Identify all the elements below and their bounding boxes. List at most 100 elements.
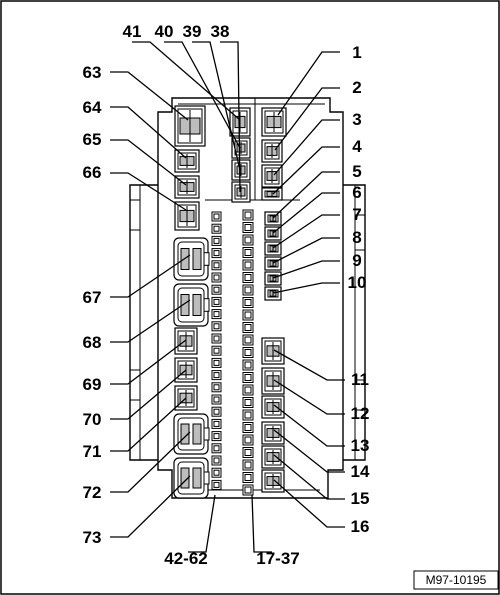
relay-8 (264, 256, 282, 271)
fuse-right-7 (242, 297, 254, 308)
callout-4: 4 (352, 137, 362, 156)
relay-67 (173, 237, 210, 281)
callout-10: 10 (348, 273, 367, 292)
relay-9 (264, 271, 282, 286)
leader-line-1 (164, 41, 241, 149)
relay-10 (264, 286, 282, 301)
callout-labels: 41 40 39 38 1 2 3 4 5 6 7 8 9 10 11 12 1… (83, 22, 370, 568)
callout-9: 9 (352, 251, 361, 270)
relay-63 (174, 105, 206, 147)
leader-line-8 (272, 171, 340, 219)
relay-15 (261, 445, 285, 469)
relay-2 (261, 139, 283, 163)
reference-code-box: M97-10195 (413, 570, 499, 590)
fuse-right-4 (242, 259, 254, 271)
leader-line-13 (272, 282, 340, 294)
fuse-left-6 (211, 284, 222, 295)
callout-72: 72 (83, 483, 102, 502)
callout-15: 15 (351, 489, 370, 508)
callout-5: 5 (352, 162, 361, 181)
relay-38 (229, 107, 251, 137)
callout-68: 68 (83, 333, 102, 352)
fuse-right-12 (242, 359, 254, 371)
relay-73 (173, 457, 210, 499)
fuse-left-0 (211, 211, 222, 222)
fuse-right-10 (242, 334, 254, 346)
relay-40 (231, 159, 251, 181)
callout-63: 63 (83, 63, 102, 82)
reference-code: M97-10195 (426, 573, 487, 587)
fuse-left-22 (211, 479, 222, 490)
callout-11: 11 (351, 370, 369, 389)
fuse-left-17 (211, 418, 222, 429)
leader-line-23 (110, 106, 187, 159)
leader-line-28 (110, 339, 187, 385)
leader-line-27 (110, 299, 191, 343)
leader-line-2 (192, 41, 241, 171)
leader-line-31 (110, 431, 191, 493)
fuse-right-1 (242, 222, 254, 233)
fuse-right-0 (242, 209, 254, 221)
leader-line-30 (110, 397, 187, 452)
panel-housing (129, 97, 366, 499)
fuse-right-3 (242, 247, 254, 258)
leader-lines (110, 41, 345, 553)
callout-66: 66 (83, 163, 102, 182)
fuse-right-15 (242, 397, 254, 408)
relay-68 (173, 283, 210, 327)
relay-4 (261, 187, 283, 201)
leader-line-21 (188, 494, 216, 553)
fuse-left-18 (211, 431, 222, 442)
leader-line-15 (273, 379, 345, 415)
callout-1: 1 (352, 43, 361, 62)
fuse-right-19 (242, 447, 254, 458)
callout-69: 69 (83, 375, 102, 394)
leader-line-4 (277, 51, 340, 116)
callout-12: 12 (351, 404, 370, 423)
fuse-left-9 (211, 321, 222, 332)
leader-line-14 (273, 349, 345, 381)
fuse-right-20 (242, 459, 254, 471)
relay-41 (231, 181, 251, 203)
leader-line-24 (110, 139, 187, 186)
callout-8: 8 (352, 228, 361, 247)
leader-line-10 (272, 214, 340, 249)
fuse-left-1 (211, 223, 222, 234)
fuse-left-21 (211, 467, 222, 478)
fuse-left-13 (211, 370, 222, 381)
callout-42-62: 42-62 (164, 549, 207, 568)
relay-66 (174, 201, 200, 231)
relay-1 (261, 107, 287, 137)
callout-13: 13 (351, 436, 370, 455)
leader-line-9 (272, 192, 340, 234)
fuse-left-4 (211, 260, 222, 271)
fuse-left-15 (211, 394, 222, 405)
callout-2: 2 (352, 78, 361, 97)
relay-14 (261, 421, 285, 445)
fuse-left-2 (211, 235, 222, 246)
relay-12 (261, 367, 285, 395)
fuse-left-10 (211, 333, 222, 344)
callout-39: 39 (183, 22, 202, 41)
callout-7: 7 (352, 205, 361, 224)
fuse-right-9 (242, 322, 254, 333)
fuse-right-18 (242, 434, 254, 446)
callout-14: 14 (351, 462, 370, 481)
leader-line-11 (272, 237, 340, 264)
fuse-right-17 (242, 422, 254, 433)
fuse-left-8 (211, 309, 222, 320)
callout-17-37: 17-37 (256, 549, 299, 568)
leader-line-17 (273, 429, 345, 473)
leader-line-25 (110, 172, 187, 211)
fuse-right-5 (242, 272, 254, 283)
leader-line-29 (110, 369, 187, 420)
relay-69 (174, 327, 198, 355)
leader-line-22 (110, 71, 189, 121)
fuse-left-19 (211, 443, 222, 454)
fuse-right-14 (242, 384, 254, 396)
callout-71: 71 (83, 442, 102, 461)
leader-line-6 (273, 119, 340, 176)
fuse-right-22 (242, 484, 254, 496)
fuse-left-14 (211, 382, 222, 393)
callout-67: 67 (83, 288, 102, 307)
